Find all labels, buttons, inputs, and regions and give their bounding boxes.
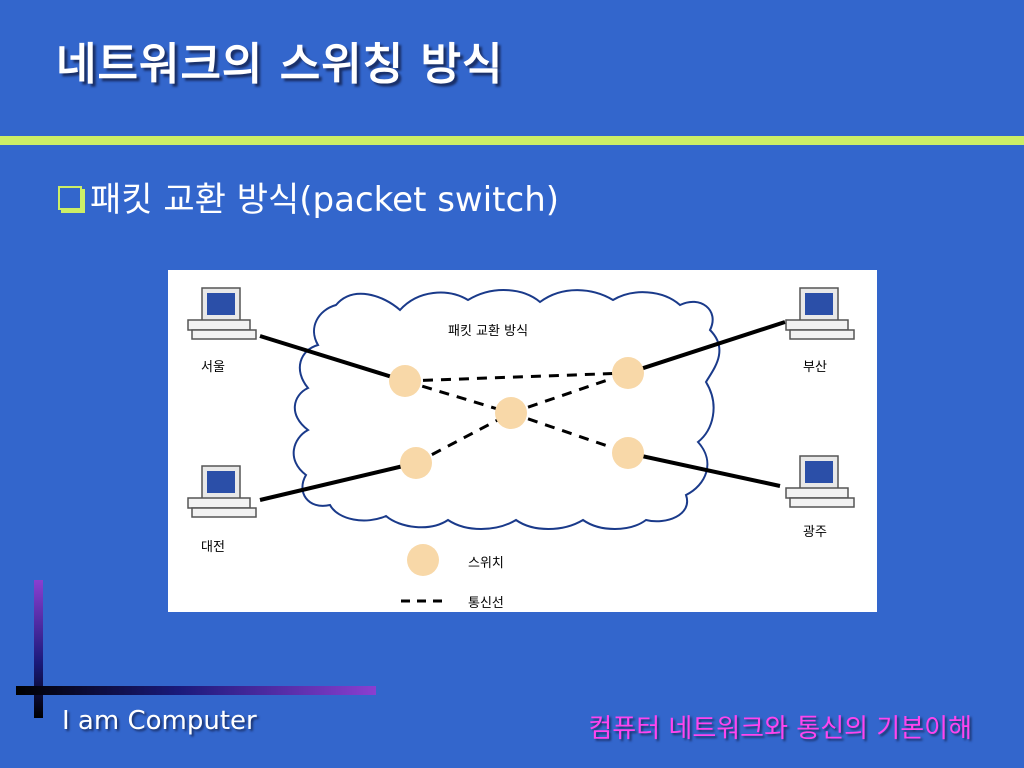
legend-switch-symbol [407,544,439,576]
node-label-seoul: 서울 [201,360,225,375]
packet-switch-diagram: 패킷 교환 방식 서울 대전 부산 광주 스위치 통신선 [168,270,877,612]
decorative-horizontal-bar [16,686,376,695]
network-label: 패킷 교환 방식 [448,324,529,339]
diagram-canvas [187,287,855,603]
switch-node [389,365,421,397]
link-seoul [259,334,406,383]
square-bullet-icon [58,185,82,210]
legend-switch-label: 스위치 [468,556,504,571]
node-label-gwangju: 광주 [803,525,827,540]
network-cloud [292,289,721,530]
switch-node [612,437,644,469]
switch-node [400,447,432,479]
computer-icon-gwangju [785,455,855,508]
switch-node [612,357,644,389]
decorative-vertical-bar [34,580,43,718]
switches [389,357,644,479]
computer-icon-daejeon [187,465,257,518]
legend-link-label: 통신선 [468,596,504,611]
node-label-busan: 부산 [803,360,827,375]
computer-icon-seoul [187,287,257,340]
bullet-text: 패킷 교환 방식(packet switch) [90,180,560,220]
link-daejeon [259,461,417,502]
node-label-daejeon: 대전 [201,540,225,555]
footer-left-text: I am Computer [62,706,257,736]
slide-title: 네트워크의 스위칭 방식 [56,39,504,90]
bullet-item: 패킷 교환 방식(packet switch) [58,172,559,221]
link-busan [627,320,786,375]
dashed-links [404,371,629,465]
footer-right-text: 컴퓨터 네트워크와 통신의 기본이해 [588,714,972,744]
computer-icon-busan [785,287,855,340]
link-gwangju [627,451,781,488]
switch-node [495,397,527,429]
title-divider [0,136,1024,145]
